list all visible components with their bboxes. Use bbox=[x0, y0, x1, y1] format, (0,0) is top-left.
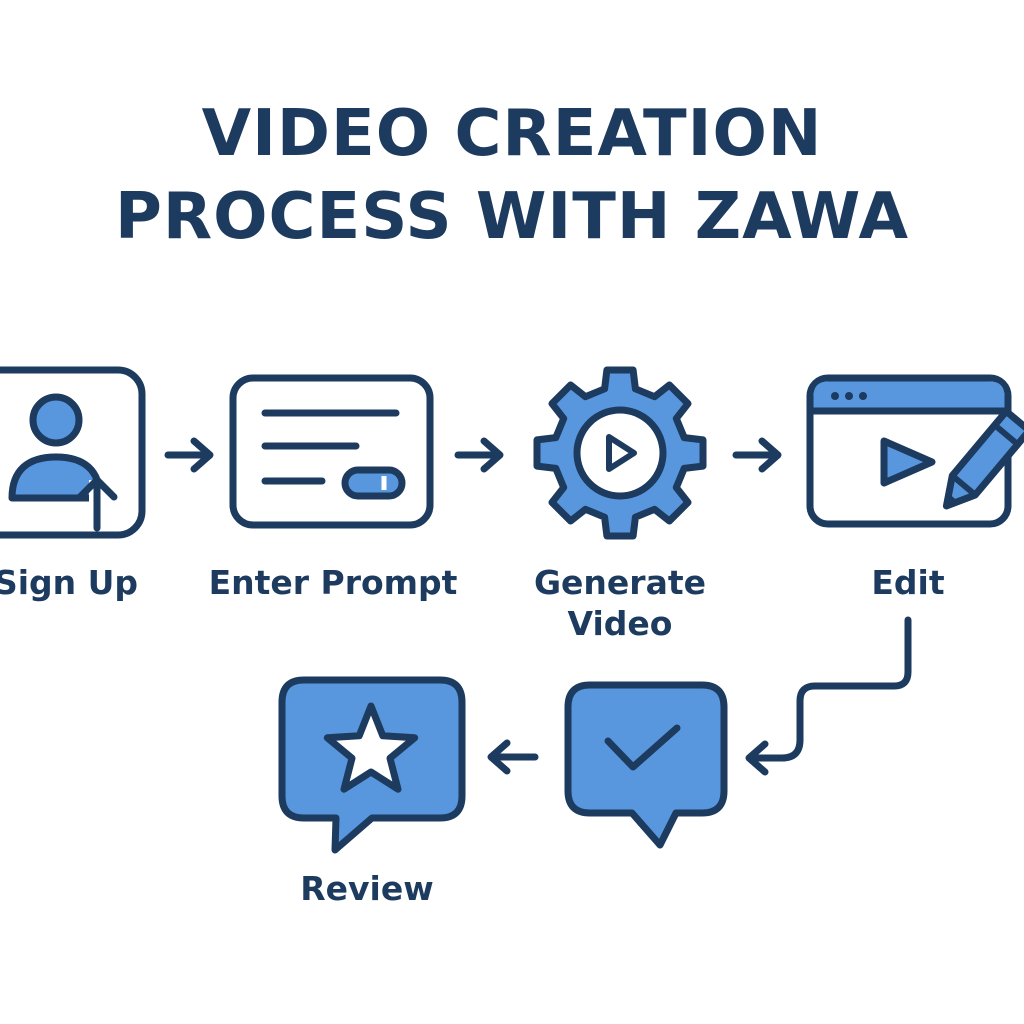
checkmark-bubble-icon bbox=[564, 681, 728, 849]
step-label-generate-line-2: Video bbox=[568, 604, 673, 643]
arrow-right-icon bbox=[164, 437, 214, 473]
step-label-edit: Edit bbox=[871, 563, 944, 602]
title-line-1: VIDEO CREATION bbox=[202, 97, 823, 171]
star-bubble-icon bbox=[278, 676, 466, 854]
prompt-form-icon bbox=[229, 374, 434, 529]
arrow-right-icon bbox=[454, 437, 504, 473]
video-edit-pencil-icon bbox=[806, 374, 1024, 528]
step-label-generate-line-1: Generate bbox=[534, 563, 706, 602]
step-label-sign-up: Sign Up bbox=[0, 563, 138, 602]
title-line-2: PROCESS WITH ZAWA bbox=[115, 180, 909, 254]
connector-arrow-icon bbox=[745, 616, 912, 776]
step-label-enter-prompt: Enter Prompt bbox=[209, 563, 458, 602]
arrow-left-icon bbox=[487, 739, 539, 775]
step-label-review: Review bbox=[300, 869, 433, 908]
user-upload-icon bbox=[0, 366, 146, 539]
arrow-right-icon bbox=[732, 437, 782, 473]
gear-play-icon bbox=[533, 366, 707, 540]
